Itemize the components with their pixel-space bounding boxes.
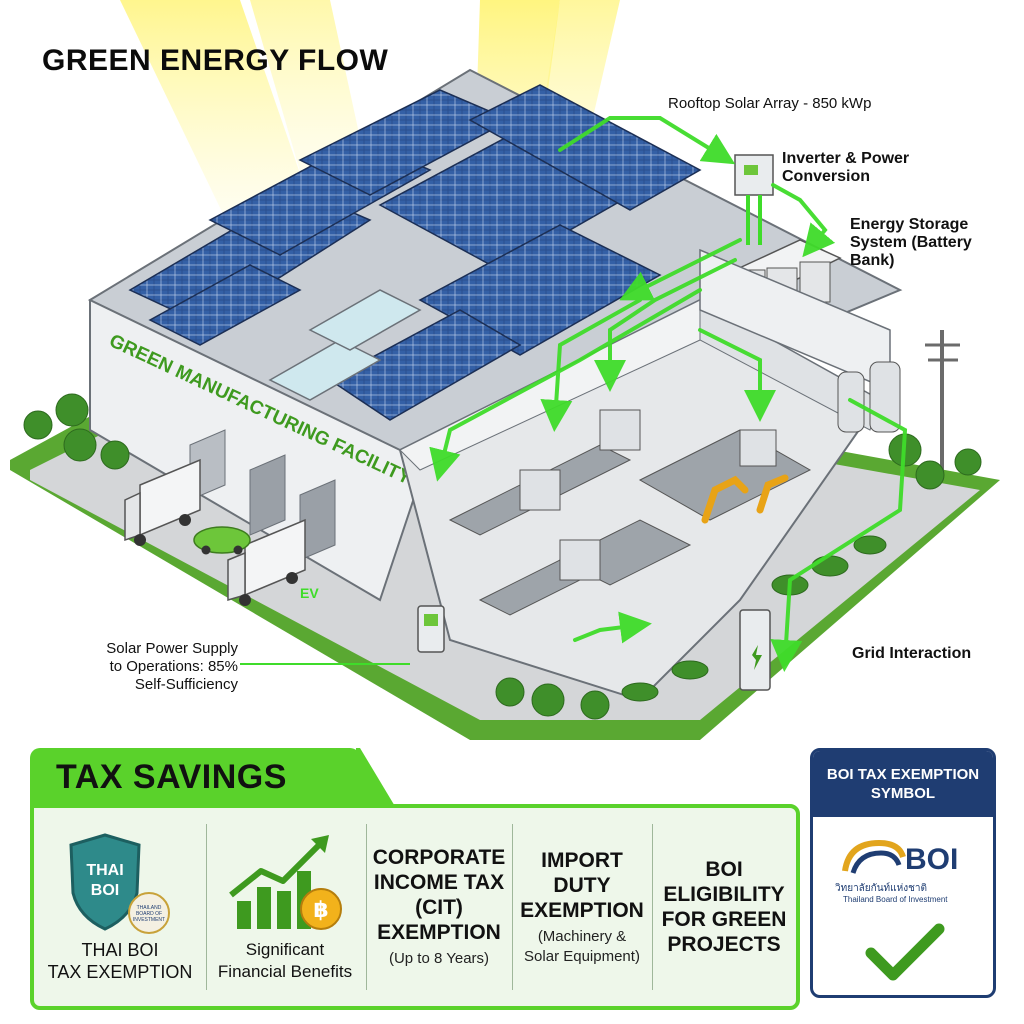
label-storage-line1: Energy Storage [850, 216, 969, 233]
tax-savings-title: TAX SAVINGS [56, 758, 287, 796]
label-inverter: Inverter & Power Conversion [782, 150, 909, 186]
tax-col3-title: CORPORATE INCOME TAX (CIT) EXEMPTION [373, 845, 506, 945]
boi-card-title-line1: BOI TAX EXEMPTION [826, 766, 980, 783]
tax-col3-line4: EXEMPTION [377, 921, 501, 944]
tax-col-boi-eligibility: BOI ELIGIBILITY FOR GREEN PROJECTS [652, 808, 796, 1006]
tax-col4-line2: DUTY [553, 873, 611, 897]
tax-col4-sub: (Machinery & Solar Equipment) [524, 927, 640, 967]
car-icon [193, 526, 251, 555]
rooftop-solar-array [128, 84, 702, 421]
checkmark-icon [865, 923, 945, 981]
tax-col3-line3: (CIT) [415, 896, 463, 919]
boi-card-title: BOI TAX EXEMPTION SYMBOL [827, 765, 979, 803]
label-solar-array-text: Rooftop Solar Array - 850 kWp [668, 95, 872, 112]
boi-card-title-line2: SYMBOL [870, 785, 936, 802]
tax-col-financial-benefits: ฿ Significant Financial Benefits [206, 808, 364, 1006]
label-solar-array: Rooftop Solar Array - 850 kWp [668, 95, 871, 113]
tax-col5-title: BOI ELIGIBILITY FOR GREEN PROJECTS [662, 857, 787, 957]
tax-col4-sub2: Solar Equipment) [524, 947, 640, 965]
boi-card-header: BOI TAX EXEMPTION SYMBOL [813, 751, 993, 817]
label-grid: Grid Interaction [852, 645, 971, 663]
tax-col5-line3: FOR GREEN [661, 908, 787, 931]
tax-col3-line2: INCOME TAX [373, 871, 505, 894]
ev-charger-icon [417, 605, 445, 653]
tax-col5-line4: PROJECTS [667, 933, 781, 956]
tax-col4-line3: EXEMPTION [520, 898, 644, 922]
boi-thai-name: วิทยาลัยกันท์แห่งชาติ [835, 883, 927, 894]
tax-col5-line1: BOI [705, 858, 743, 881]
divider [366, 824, 367, 990]
label-supply: Solar Power Supply to Operations: 85% Se… [62, 640, 238, 694]
robot-arm-icon [701, 474, 789, 524]
label-storage-line3: Bank) [850, 252, 895, 269]
tax-col1-line1: THAI BOI [81, 940, 159, 960]
facility-illustration: GREEN MANUFACTURING FACILITY EV [10, 0, 1000, 740]
ev-charger-icon [739, 609, 771, 691]
tax-col2-line2: Financial Benefits [217, 962, 353, 981]
page-title: GREEN ENERGY FLOW [42, 44, 389, 77]
boi-symbol-card: BOI TAX EXEMPTION SYMBOL BOI วิทยาลัยกัน… [810, 748, 996, 998]
tax-col2-label: Significant Financial Benefits [218, 939, 352, 983]
label-grid-text: Grid Interaction [852, 645, 972, 662]
inverter-icon [734, 154, 774, 245]
ev-marking: EV [300, 585, 319, 601]
tab-slope [356, 748, 396, 808]
coin-symbol: ฿ [313, 898, 328, 923]
loading-docks [189, 429, 336, 561]
label-inverter-line1: Inverter & Power [782, 150, 910, 167]
label-supply-line1: Solar Power Supply [106, 640, 238, 657]
divider [512, 824, 513, 990]
tax-col1-label: THAI BOI TAX EXEMPTION [48, 939, 193, 983]
tax-col3-sub: (Up to 8 Years) [388, 950, 490, 967]
tax-savings-panel: THAI BOI THAILAND BOARD OF INVESTMENT TH… [30, 748, 800, 1010]
seal-text-line1: THAILAND [137, 905, 162, 911]
truck-icon [124, 458, 201, 546]
tax-col2-line1: Significant [245, 940, 325, 959]
boi-logo-text: BOI [905, 843, 959, 876]
label-storage-line2: System (Battery [850, 234, 972, 251]
shield-text-line2: BOI [91, 882, 119, 899]
label-inverter-line2: Conversion [782, 168, 871, 185]
label-supply-line2: to Operations: 85% [109, 658, 238, 675]
tax-col4-line1: IMPORT [541, 848, 623, 872]
growth-chart-icon: ฿ [229, 835, 342, 930]
label-storage: Energy Storage System (Battery Bank) [850, 216, 972, 270]
divider [206, 824, 207, 990]
truck-icon [227, 518, 306, 606]
shield-text-line1: THAI [86, 862, 123, 879]
seal-text-line2: BOARD OF [136, 911, 162, 917]
tax-col-thai-boi: THAI BOI THAILAND BOARD OF INVESTMENT TH… [34, 808, 206, 1006]
tax-savings-body: THAI BOI THAILAND BOARD OF INVESTMENT TH… [30, 804, 800, 1010]
power-pole-icon [925, 330, 960, 480]
skylights [268, 289, 422, 401]
tax-col4-title: IMPORT DUTY EXEMPTION [520, 848, 644, 923]
seal-text-line3: INVESTMENT [133, 917, 165, 923]
boi-logo-emblem [842, 839, 906, 874]
boi-seal [128, 892, 170, 934]
tax-col-cit-exemption: CORPORATE INCOME TAX (CIT) EXEMPTION (Up… [366, 808, 512, 1006]
tax-col3-line1: CORPORATE [372, 846, 506, 869]
baht-coin-icon: ฿ [300, 888, 342, 930]
tax-col-import-duty: IMPORT DUTY EXEMPTION (Machinery & Solar… [512, 808, 652, 1006]
tax-col4-sub1: (Machinery & [537, 927, 627, 945]
tax-savings-tab: TAX SAVINGS [30, 748, 360, 808]
tax-col5-line2: ELIGIBILITY [663, 883, 785, 906]
tax-col1-line2: TAX EXEMPTION [47, 962, 193, 982]
divider [652, 824, 653, 990]
label-supply-line3: Self-Sufficiency [134, 676, 238, 693]
energy-flow-arrows [429, 116, 908, 672]
boi-english-name: Thailand Board of Investment [843, 895, 948, 904]
shield-icon: THAI BOI THAILAND BOARD OF INVESTMENT [69, 833, 170, 934]
interior-right-wall [699, 299, 881, 431]
production-lines [448, 409, 812, 616]
